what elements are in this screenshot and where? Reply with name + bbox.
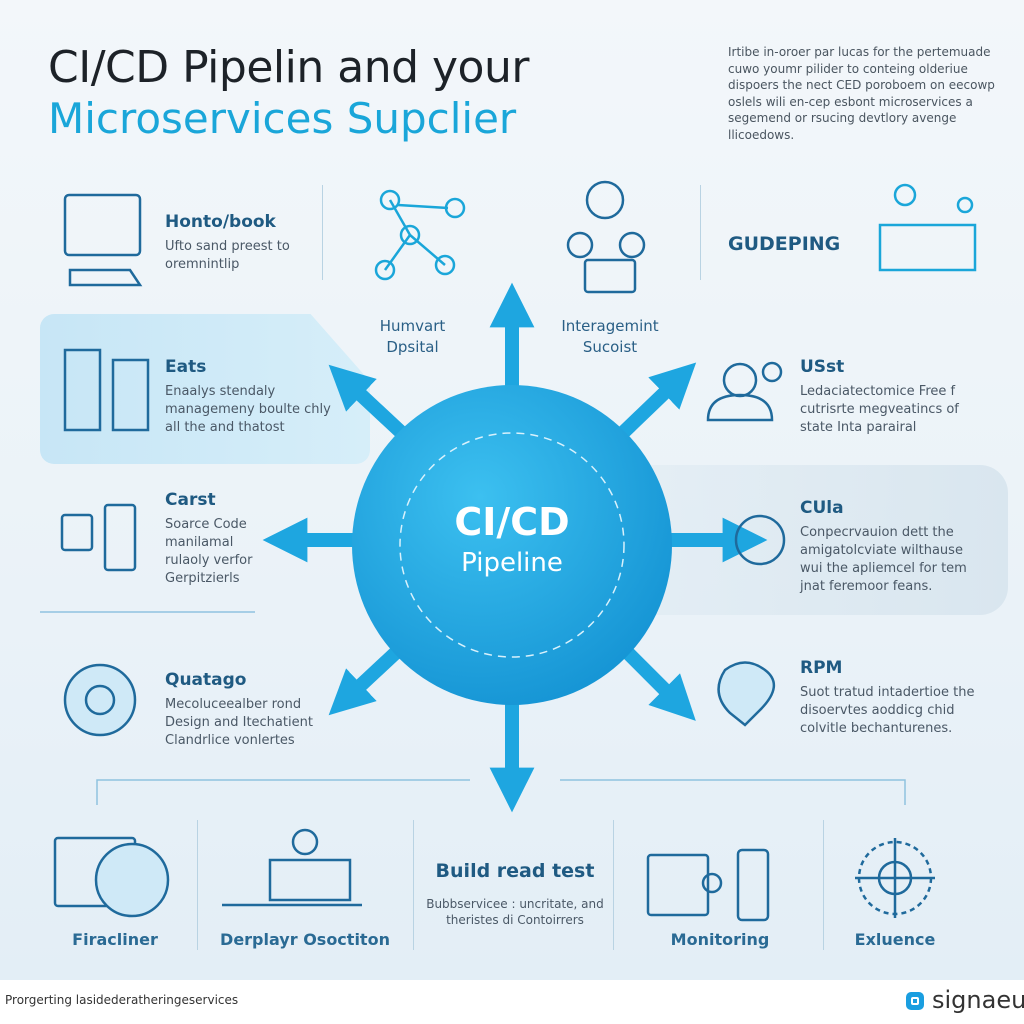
deploy-icon (222, 858, 362, 907)
dashboard-icon (878, 223, 977, 272)
book-icon (68, 268, 143, 287)
bottom-item-1: Firacliner (72, 930, 158, 949)
footer: Prorgerting lasidederatheringeservices s… (0, 980, 1024, 1024)
code-icon (60, 513, 94, 552)
document-icon (63, 348, 102, 432)
center-subtitle: Pipeline (461, 548, 563, 578)
monitor-icon (646, 853, 710, 917)
bottom-item-4: Exluence (854, 930, 936, 949)
divider (613, 820, 614, 950)
divider (197, 820, 198, 950)
divider (413, 820, 414, 950)
divider (700, 185, 701, 280)
team-icon (585, 180, 625, 220)
center-label: CI/CD Pipeline (410, 500, 614, 578)
connector-line (96, 779, 906, 805)
brand-logo-icon (906, 992, 924, 1010)
bottom-item-2: Derplayr Osoctiton (220, 930, 390, 949)
dashed-ring (399, 432, 625, 658)
center-title: CI/CD (454, 500, 570, 544)
puzzle-icon (717, 661, 775, 727)
guide-label: GUDEPING (728, 233, 841, 255)
title-line-1: CI/CD Pipelin and your (48, 42, 529, 93)
bottom-item-3: Monitoring (670, 930, 770, 949)
intro-text: Irtibe in-oroer par lucas for the pertem… (728, 45, 995, 142)
divider (322, 185, 323, 280)
gear-camera-icon (63, 663, 137, 737)
book-icon (63, 193, 142, 257)
user-icon (722, 362, 758, 398)
brand-name: signaeu (932, 986, 1024, 1014)
center-circle (352, 385, 672, 705)
divider (823, 820, 824, 950)
network-icon (379, 189, 401, 211)
globe-icon (734, 514, 786, 566)
highlight-panel-left (40, 314, 370, 464)
code-icon (103, 503, 137, 572)
footer-text: Prorgerting lasidederatheringeservices (5, 993, 239, 1007)
bottom-center: Build read test Bubbservicee : uncritate… (426, 860, 604, 927)
document-icon (111, 358, 150, 432)
title-line-2: Microservices Supclier (48, 94, 517, 143)
